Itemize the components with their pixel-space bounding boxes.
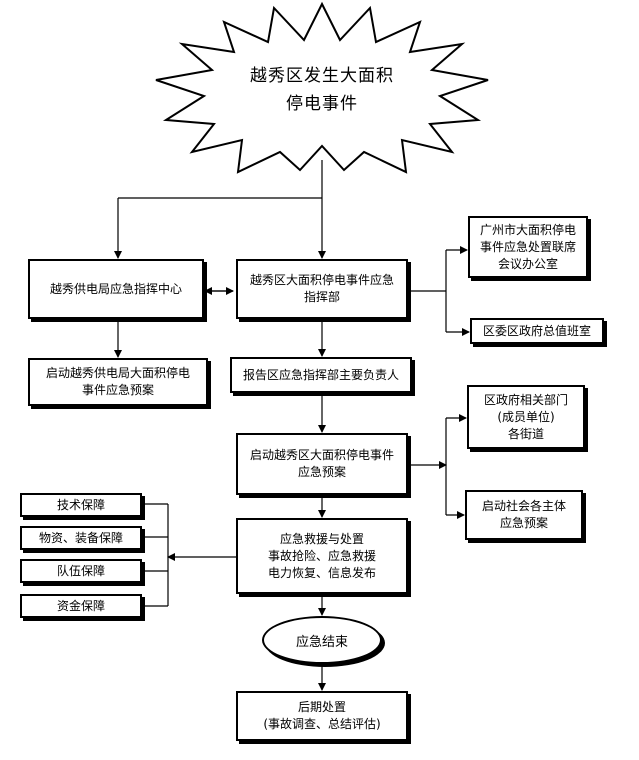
power-center-label: 越秀供电局应急指挥中心: [49, 281, 182, 296]
command-box: 越秀区大面积停电事件应急 指挥部: [236, 259, 408, 319]
support-fund-box: 资金保障: [20, 594, 142, 618]
after-box: 后期处置 (事故调查、总结评估): [236, 691, 408, 741]
event-title-line2: 停电事件: [286, 94, 358, 114]
end-label: 应急结束: [295, 634, 348, 650]
depts-line1: 区政府相关部门: [483, 392, 568, 407]
support-tech-box: 技术保障: [20, 493, 142, 517]
support-team-label: 队伍保障: [56, 563, 105, 578]
start-plan-line2: 应急预案: [297, 465, 346, 479]
power-center-box: 越秀供电局应急指挥中心: [28, 259, 204, 319]
after-line2: (事故调查、总结评估): [263, 717, 381, 731]
duty-room-box: 区委区政府总值班室: [470, 318, 604, 344]
support-material-label: 物资、装备保障: [38, 530, 123, 545]
end-ellipse: 应急结束: [262, 616, 382, 664]
support-fund-label: 资金保障: [56, 598, 105, 613]
power-plan-box: 启动越秀供电局大面积停电 事件应急预案: [28, 358, 208, 406]
social-line1: 启动社会各主体: [481, 499, 566, 513]
command-line1: 越秀区大面积停电事件应急: [249, 273, 394, 287]
depts-box: 区政府相关部门 (成员单位) 各街道: [467, 385, 585, 449]
event-title-line1: 越秀区发生大面积: [250, 66, 394, 86]
gz-office-box: 广州市大面积停电 事件应急处置联席 会议办公室: [468, 216, 588, 278]
rescue-line1: 应急救援与处置: [279, 531, 364, 546]
support-tech-label: 技术保障: [56, 497, 105, 512]
gz-office-line2: 事件应急处置联席: [479, 239, 576, 254]
rescue-line2: 事故抢险、应急救援: [267, 548, 376, 563]
start-plan-box: 启动越秀区大面积停电事件 应急预案: [236, 433, 408, 495]
social-box: 启动社会各主体 应急预案: [465, 490, 583, 540]
support-material-box: 物资、装备保障: [20, 526, 142, 550]
rescue-line3: 电力恢复、信息发布: [267, 565, 376, 580]
rescue-box: 应急救援与处置 事故抢险、应急救援 电力恢复、信息发布: [236, 518, 408, 594]
report-label: 报告区应急指挥部主要负责人: [242, 367, 399, 382]
power-plan-line2: 事件应急预案: [81, 383, 154, 397]
support-team-box: 队伍保障: [20, 559, 142, 583]
event-burst-shape: [155, 1, 489, 174]
depts-line2: (成员单位): [497, 409, 555, 424]
duty-room-label: 区委区政府总值班室: [482, 323, 591, 338]
gz-office-line3: 会议办公室: [497, 256, 558, 271]
event-title: 越秀区发生大面积 停电事件: [222, 62, 422, 118]
gz-office-line1: 广州市大面积停电: [479, 222, 576, 237]
report-box: 报告区应急指挥部主要负责人: [230, 357, 412, 393]
power-plan-line1: 启动越秀供电局大面积停电: [45, 366, 190, 380]
start-plan-line1: 启动越秀区大面积停电事件: [249, 448, 394, 462]
social-line2: 应急预案: [499, 516, 548, 530]
depts-line3: 各街道: [507, 426, 544, 441]
after-line1: 后期处置: [297, 700, 346, 714]
command-line2: 指挥部: [303, 290, 340, 304]
